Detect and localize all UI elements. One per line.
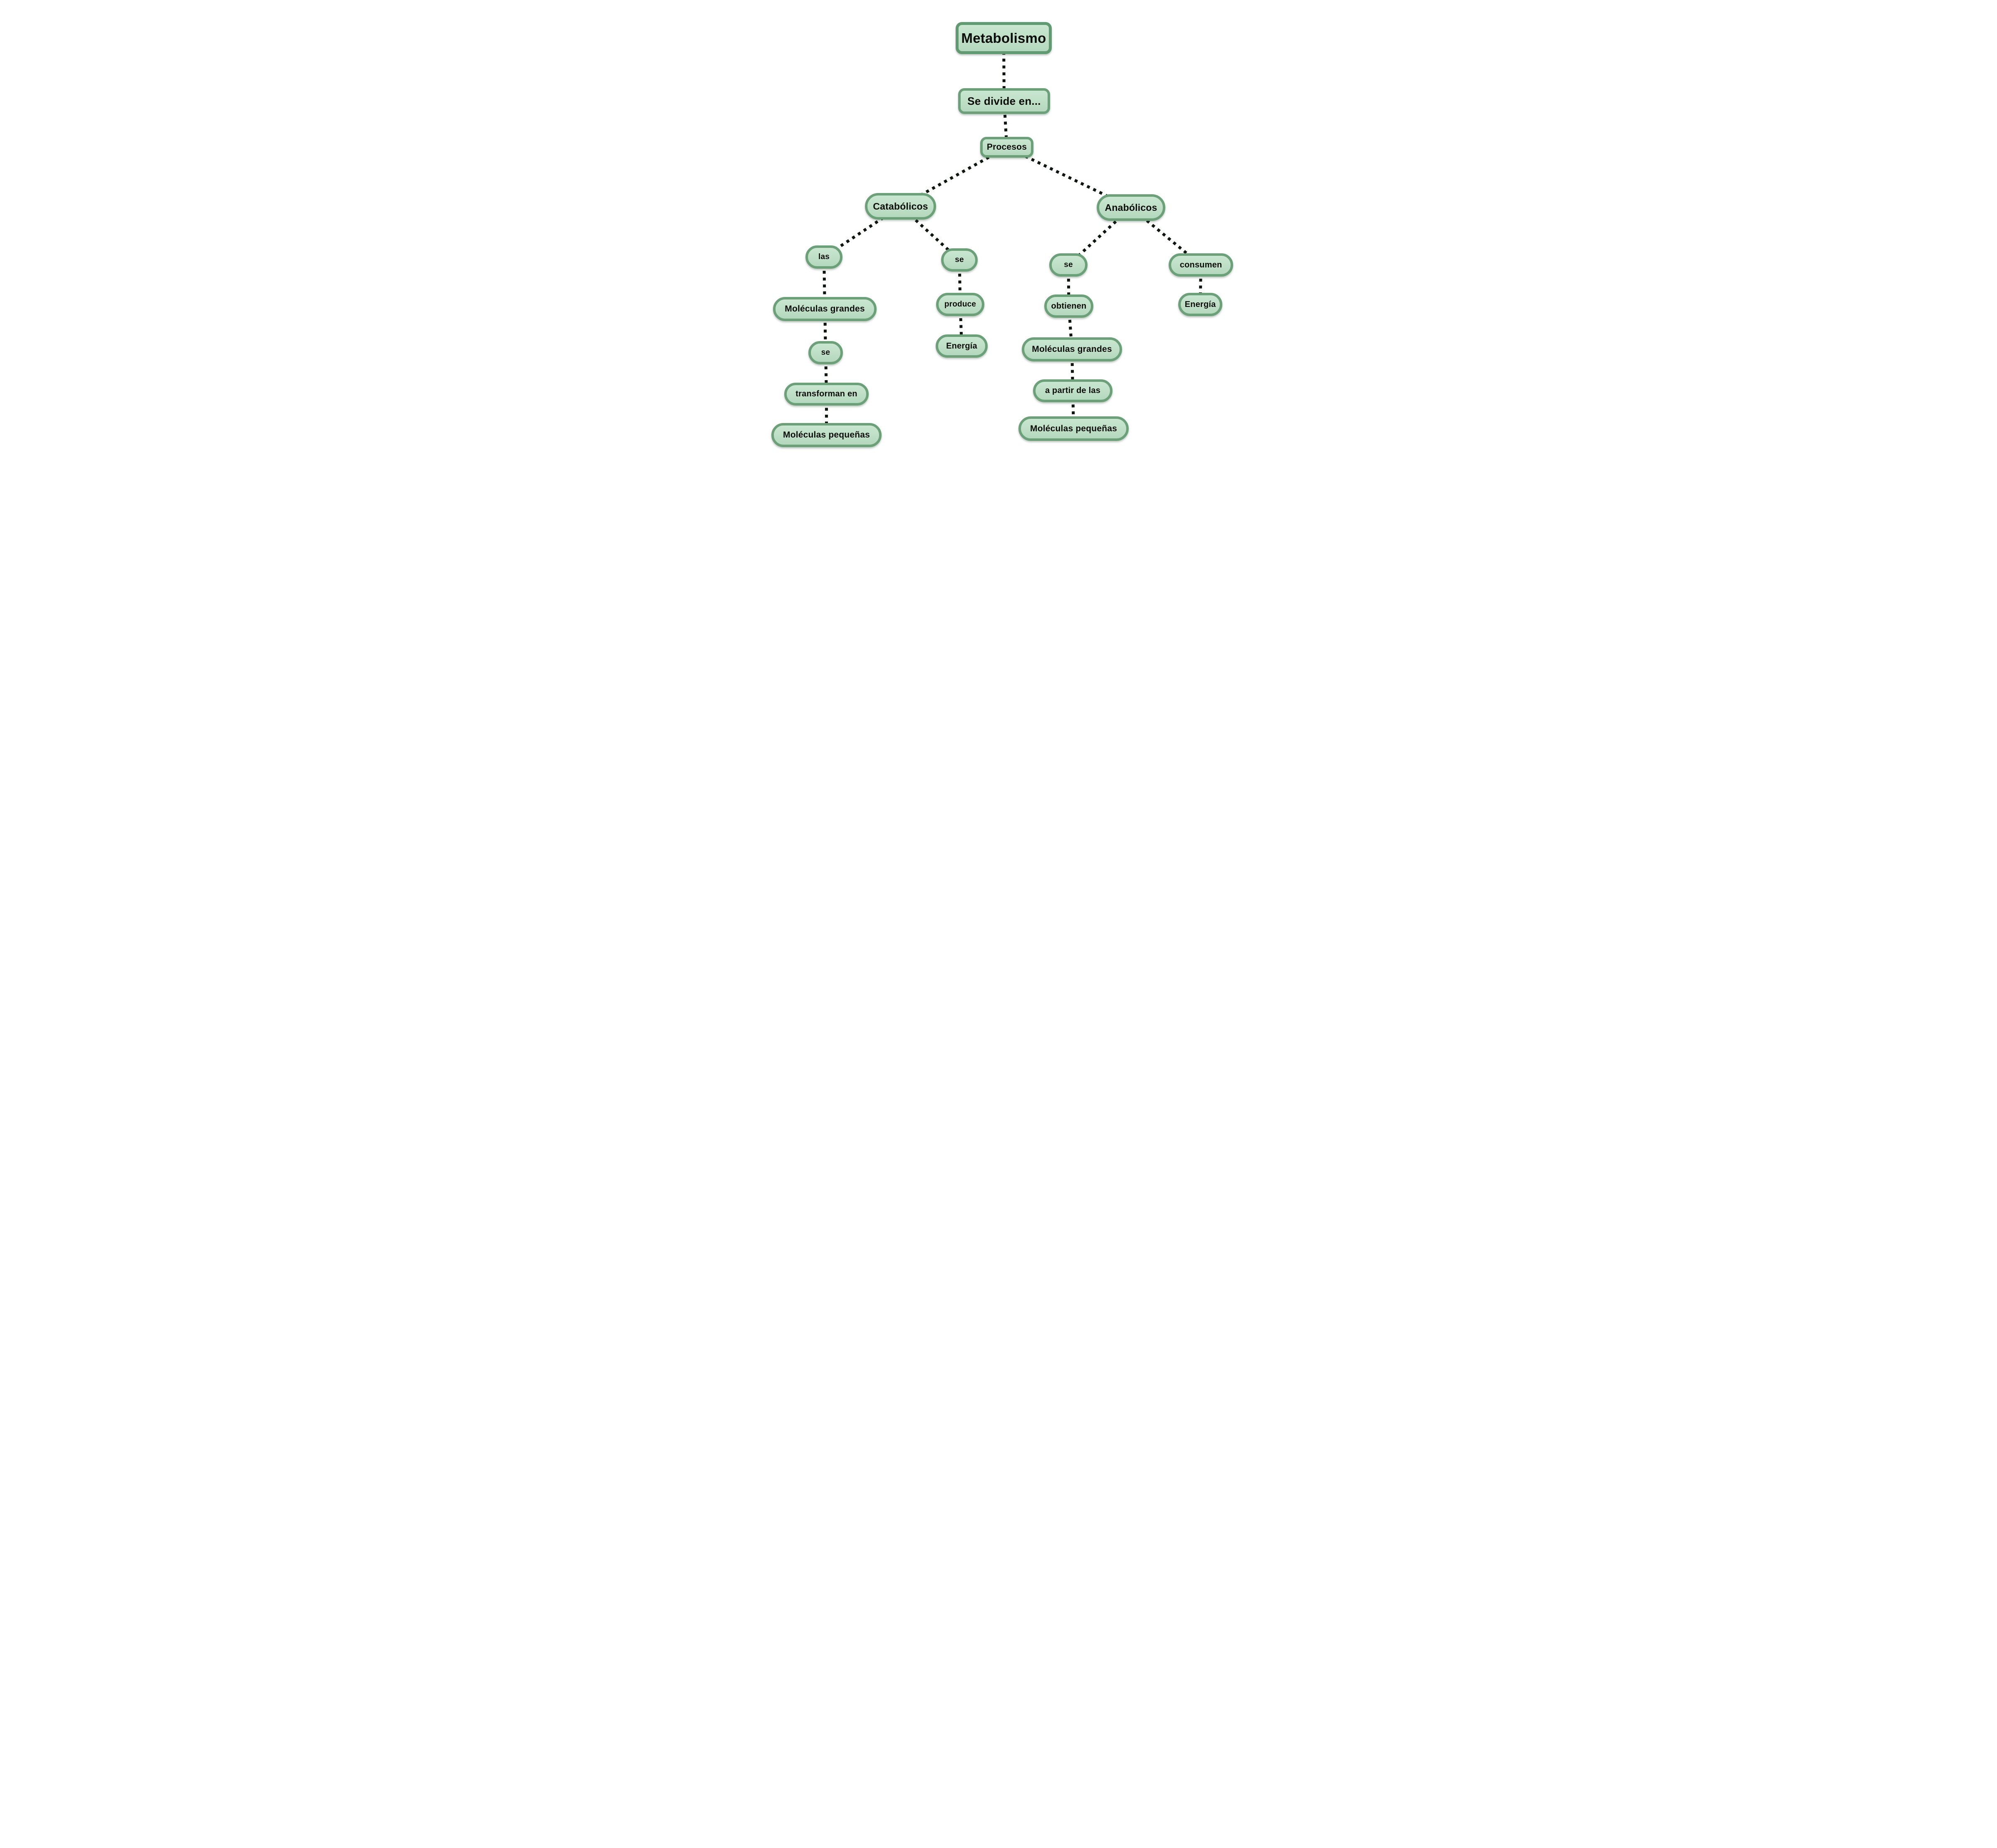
node-moleculas-grandes-der: Moléculas grandes: [1022, 337, 1122, 361]
node-se-divide-en: Se divide en...: [958, 88, 1050, 114]
node-metabolismo: Metabolismo: [956, 22, 1052, 54]
node-obtienen: obtienen: [1044, 294, 1093, 318]
node-energia-mid: Energía: [936, 334, 988, 358]
node-anabolicos: Anabólicos: [1097, 194, 1165, 221]
node-se-catabolico-2: se: [808, 341, 843, 364]
node-energia-der: Energía: [1178, 293, 1222, 316]
node-catabolicos: Catabólicos: [865, 193, 936, 220]
node-transforman-en: transforman en: [784, 383, 869, 406]
node-se-catabolico: se: [941, 248, 978, 272]
node-las: las: [805, 245, 842, 269]
node-moleculas-pequenas-der: Moléculas pequeñas: [1018, 416, 1129, 441]
node-produce: produce: [936, 293, 984, 316]
node-a-partir-de-las: a partir de las: [1033, 379, 1112, 402]
node-consumen: consumen: [1169, 253, 1233, 277]
node-procesos: Procesos: [980, 137, 1033, 158]
node-moleculas-pequenas-izq: Moléculas pequeñas: [771, 423, 882, 447]
node-moleculas-grandes-izq: Moléculas grandes: [773, 297, 877, 321]
node-se-anabolico: se: [1049, 253, 1088, 277]
